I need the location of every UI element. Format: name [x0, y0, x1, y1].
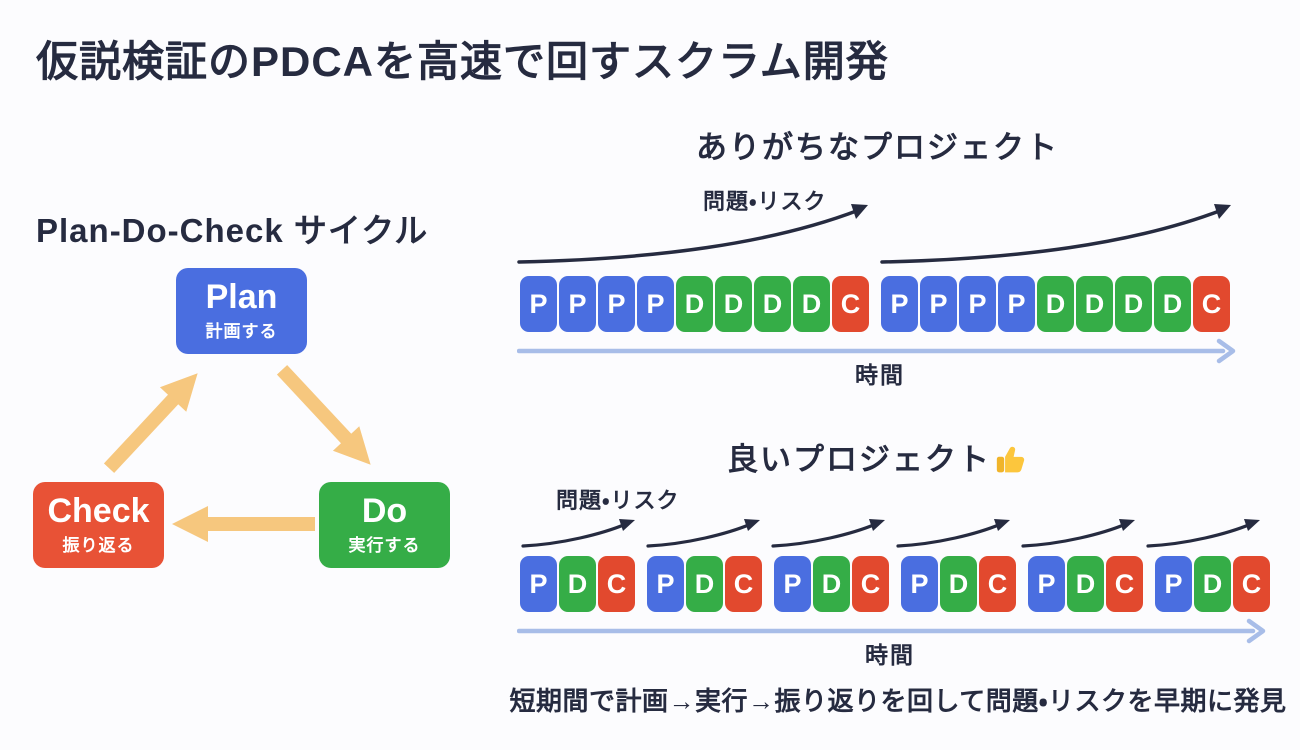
arrow-check-to-plan-icon: [94, 358, 213, 482]
pdc-tile-c: C: [852, 556, 889, 612]
plan-label: Plan: [205, 277, 278, 316]
typical-time-label: 時間: [855, 362, 905, 388]
pdc-tile-c: C: [1233, 556, 1270, 612]
pdc-tile-d: D: [715, 276, 752, 332]
pdc-tile-d: D: [793, 276, 830, 332]
timeline-arrow-icon: [517, 618, 1266, 644]
pdc-tile-d: D: [1037, 276, 1074, 332]
pdc-tile-d: D: [1194, 556, 1231, 612]
cycle-node-do: Do 実行する: [319, 482, 450, 568]
risk-curve-small-icon: [771, 519, 885, 548]
cycle-heading: Plan-Do-Check サイクル: [36, 212, 429, 249]
pdc-tile-c: C: [1106, 556, 1143, 612]
pdc-tile-p: P: [598, 276, 635, 332]
cycle-node-check: Check 振り返る: [33, 482, 164, 568]
pdc-tile-c: C: [725, 556, 762, 612]
pdc-tile-d: D: [813, 556, 850, 612]
pdc-tile-d: D: [559, 556, 596, 612]
pdc-tile-d: D: [1076, 276, 1113, 332]
pdc-tile-c: C: [832, 276, 869, 332]
timeline-arrow-icon: [517, 338, 1236, 364]
pdc-tile-d: D: [676, 276, 713, 332]
do-sublabel: 実行する: [348, 536, 421, 556]
pdc-tile-c: C: [1193, 276, 1230, 332]
pdc-tile-p: P: [637, 276, 674, 332]
pdc-tile-p: P: [959, 276, 996, 332]
check-sublabel: 振り返る: [62, 536, 135, 556]
risk-curve-icon: [880, 204, 1231, 264]
page-title: 仮説検証のPDCAを高速で回すスクラム開発: [36, 38, 889, 85]
good-project-heading-text: 良いプロジェクト: [727, 442, 991, 477]
pdc-tile-p: P: [1028, 556, 1065, 612]
do-label: Do: [361, 491, 408, 530]
risk-curve-icon: [517, 204, 868, 264]
pdc-tile-d: D: [1115, 276, 1152, 332]
arrow-plan-to-do-icon: [267, 356, 386, 480]
typical-project-heading-text: ありがちなプロジェクト: [696, 130, 1059, 165]
good-project-heading: 良いプロジェクト: [520, 434, 1235, 479]
risk-curve-small-icon: [896, 519, 1010, 548]
pdc-tile-p: P: [520, 556, 557, 612]
plan-sublabel: 計画する: [205, 322, 278, 342]
typical-risk-label: 問題・リスク: [703, 189, 827, 214]
pdc-tile-p: P: [998, 276, 1035, 332]
typical-project-heading: ありがちなプロジェクト: [520, 122, 1235, 167]
good-time-label: 時間: [865, 642, 915, 668]
risk-curve-small-icon: [1021, 519, 1135, 548]
pdc-tile-d: D: [686, 556, 723, 612]
pdc-tile-d: D: [1154, 276, 1191, 332]
pdc-tile-p: P: [881, 276, 918, 332]
pdc-tile-p: P: [901, 556, 938, 612]
pdc-tile-p: P: [520, 276, 557, 332]
check-label: Check: [47, 491, 150, 530]
cycle-node-plan: Plan 計画する: [176, 268, 307, 354]
pdc-tile-p: P: [559, 276, 596, 332]
good-risk-label: 問題・リスク: [556, 488, 680, 513]
footer-text: 短期間で計画→実行→振り返りを回して問題・リスクを早期に発見: [509, 686, 1287, 716]
pdc-tile-p: P: [647, 556, 684, 612]
risk-curve-small-icon: [521, 519, 635, 548]
pdc-tile-p: P: [920, 276, 957, 332]
pdc-tile-d: D: [754, 276, 791, 332]
pdc-tile-p: P: [1155, 556, 1192, 612]
arrow-do-to-check-icon: [170, 504, 315, 544]
thumbs-up-icon: [995, 443, 1028, 476]
pdc-tile-d: D: [1067, 556, 1104, 612]
pdc-tile-p: P: [774, 556, 811, 612]
pdc-tile-c: C: [598, 556, 635, 612]
risk-curve-small-icon: [646, 519, 760, 548]
risk-curve-small-icon: [1146, 519, 1260, 548]
pdc-tile-c: C: [979, 556, 1016, 612]
pdc-tile-d: D: [940, 556, 977, 612]
